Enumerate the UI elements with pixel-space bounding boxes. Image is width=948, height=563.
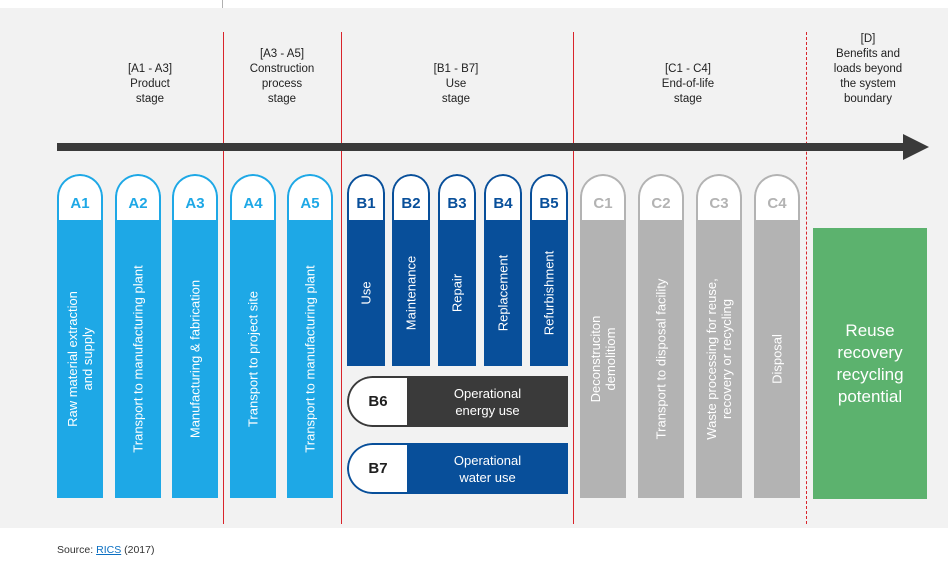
module-body: Transport to manufacturing plant	[287, 220, 333, 498]
source-suffix: (2017)	[121, 544, 155, 556]
module-body: Deconstruciton demolitiom	[580, 220, 626, 498]
module-body: Manufacturing & fabrication	[172, 220, 218, 498]
module-label: Maintenance	[403, 255, 419, 331]
reuse-recovery-recycling-label: Reuse recovery recycling potential	[836, 320, 904, 406]
module-body: Maintenance	[392, 220, 430, 366]
module-code: B5	[530, 174, 568, 220]
stage-code: [B1 - B7]	[433, 63, 479, 75]
module-label: Transport to disposal facility	[653, 278, 669, 440]
module-label: Transport to manufacturing plant	[302, 265, 318, 453]
module-code: B1	[347, 174, 385, 220]
stage-divider	[573, 32, 575, 524]
stage-name: Use stage	[441, 78, 471, 105]
source-link[interactable]: RICS	[96, 544, 122, 556]
module-body: Replacement	[484, 220, 522, 366]
stage-name: Product stage	[130, 78, 170, 105]
module-body: Waste processing for reuse, recovery or …	[696, 220, 742, 498]
module-body: Raw material extraction and supply	[57, 220, 103, 498]
module-code: A2	[115, 174, 161, 220]
module-label: Repair	[449, 273, 465, 313]
stage-divider	[223, 32, 225, 524]
module-code: A1	[57, 174, 103, 220]
module-code: A5	[287, 174, 333, 220]
module-code: C2	[638, 174, 684, 220]
module-label: Operational energy use	[407, 376, 568, 427]
reuse-recovery-recycling-box: Reuse recovery recycling potential	[813, 228, 927, 499]
stage-label-product: [A1 - A3] Product stage	[98, 62, 202, 107]
stage-divider	[341, 32, 343, 524]
stage-code: [A3 - A5]	[259, 48, 305, 60]
module-label: Replacement	[495, 254, 511, 332]
lifecycle-arrow-head	[903, 134, 929, 160]
stage-label-beyond-boundary: [D] Benefits and loads beyond the system…	[806, 32, 930, 107]
module-label: Manufacturing & fabrication	[187, 279, 203, 439]
stage-label-end-of-life: [C1 - C4] End-of-life stage	[636, 62, 740, 107]
stage-code: [C1 - C4]	[664, 63, 711, 75]
module-body: Disposal	[754, 220, 800, 498]
system-boundary-divider	[806, 32, 807, 524]
stage-name: Construction process stage	[249, 63, 315, 105]
module-label: Transport to manufacturing plant	[130, 265, 146, 453]
module-body: Transport to disposal facility	[638, 220, 684, 498]
module-code: B4	[484, 174, 522, 220]
module-label: Raw material extraction and supply	[65, 291, 95, 427]
module-label: Transport to project site	[245, 290, 261, 428]
stage-name: End-of-life stage	[661, 78, 715, 105]
module-code: A4	[230, 174, 276, 220]
lifecycle-arrow-shaft	[57, 143, 909, 151]
module-code: C3	[696, 174, 742, 220]
module-code: B7	[347, 443, 407, 494]
stage-code: [D]	[860, 33, 876, 45]
module-code: A3	[172, 174, 218, 220]
stage-label-use: [B1 - B7] Use stage	[404, 62, 508, 107]
module-code: B2	[392, 174, 430, 220]
source-note: Source: RICS (2017)	[57, 544, 154, 556]
module-code: B3	[438, 174, 476, 220]
stage-label-construction: [A3 - A5] Construction process stage	[226, 47, 338, 107]
module-code: C1	[580, 174, 626, 220]
stage-code: [A1 - A3]	[127, 63, 173, 75]
module-code: B6	[347, 376, 407, 427]
module-body: Refurbishment	[530, 220, 568, 366]
module-label: Refurbishment	[541, 250, 557, 336]
module-label: Deconstruciton demolitiom	[588, 315, 618, 403]
top-tick-line	[222, 0, 223, 8]
module-label: Operational water use	[407, 443, 568, 494]
source-prefix: Source:	[57, 544, 97, 556]
module-body: Repair	[438, 220, 476, 366]
module-label: Use	[358, 281, 374, 305]
module-body: Use	[347, 220, 385, 366]
module-label: Waste processing for reuse, recovery or …	[704, 278, 734, 440]
module-body: Transport to manufacturing plant	[115, 220, 161, 498]
stage-name: Benefits and loads beyond the system bou…	[833, 48, 903, 105]
module-body: Transport to project site	[230, 220, 276, 498]
module-label: Disposal	[769, 334, 785, 384]
module-code: C4	[754, 174, 800, 220]
